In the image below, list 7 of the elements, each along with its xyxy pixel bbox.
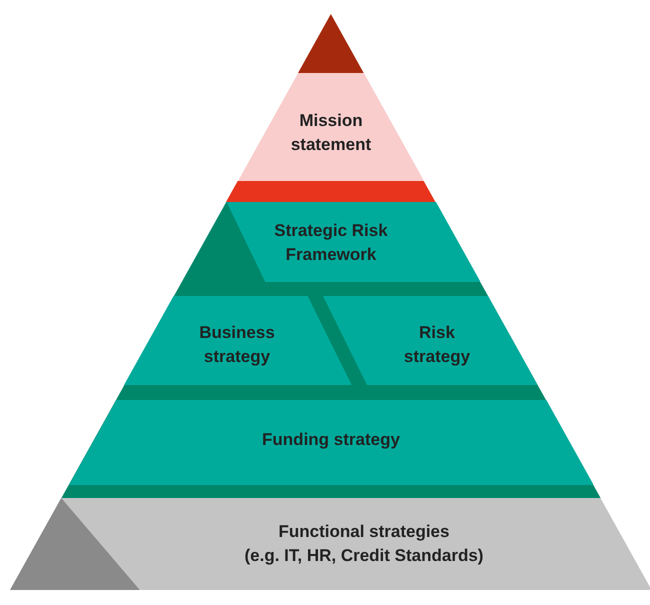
band-label: Mission statement	[290, 110, 372, 156]
band-label: Functional strategies	[278, 521, 450, 543]
band-label: Strategic Risk Framework	[273, 220, 389, 266]
band-label: Business strategy	[198, 322, 276, 368]
band-label: (e.g. IT, HR, Credit Standards)	[244, 545, 484, 567]
band-label: Risk strategy	[402, 322, 472, 368]
band-label: Funding strategy	[262, 429, 400, 451]
